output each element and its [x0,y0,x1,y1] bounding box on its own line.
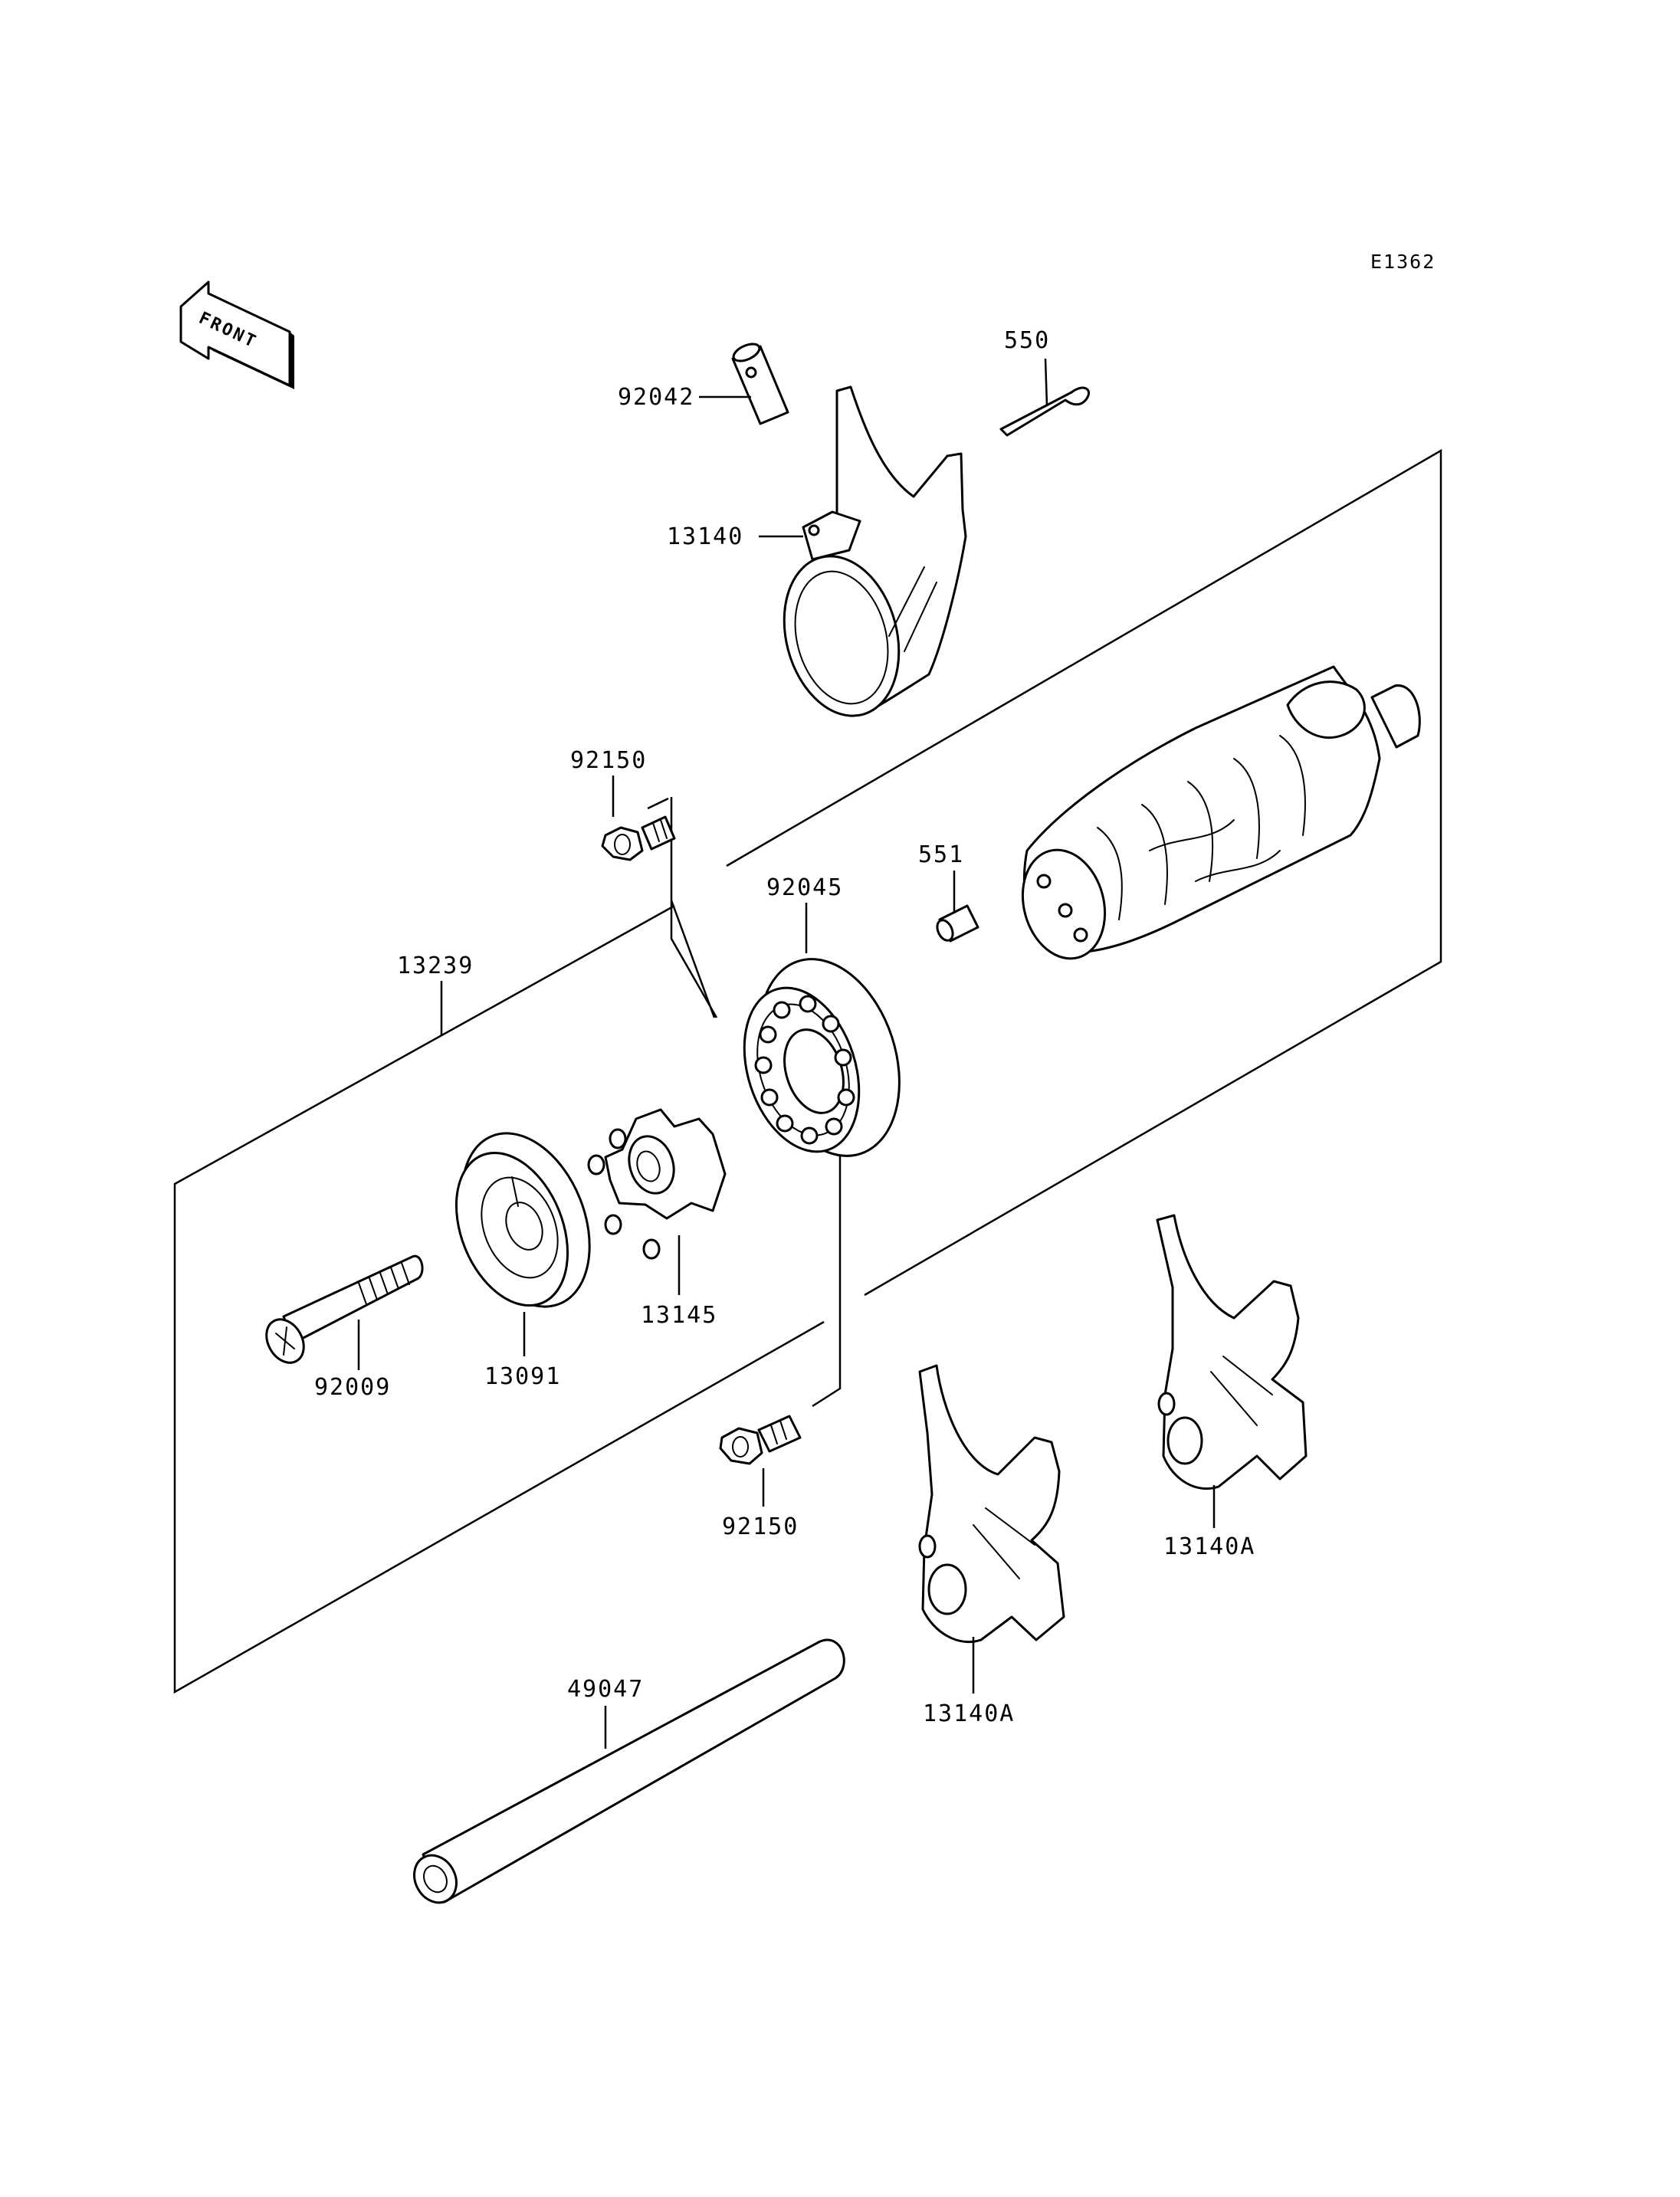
label-49047: 49047 [567,1676,644,1703]
part-551-pin: 551 [918,841,979,943]
diagram-code: E1362 [1370,251,1436,273]
label-92009: 92009 [314,1374,391,1401]
part-92009-screw: 92009 [265,1254,424,1401]
label-92042: 92042 [618,384,694,411]
part-13091-plate: 13091 [454,1132,591,1390]
label-551: 551 [918,841,964,868]
part-13145-star: 13145 [587,1108,727,1329]
bearing-balls [754,995,855,1145]
part-92150-bolt-top: 92150 [570,747,676,861]
label-550: 550 [1004,327,1050,354]
part-13140-fork: 13140 [667,385,967,717]
label-13140: 13140 [667,523,743,550]
part-49047-shaft: 49047 [413,1638,845,1904]
part-13140A-fork-right: 13140A [1156,1214,1308,1560]
label-13145: 13145 [641,1302,717,1329]
part-550-cotter-pin: 550 [999,327,1090,437]
part-92045-bearing: 92045 [743,874,901,1157]
front-direction-arrow-icon: FRONT [179,280,294,389]
part-13140A-fork-left: 13140A [918,1364,1065,1727]
label-92150-top: 92150 [570,747,647,774]
label-13140A-right: 13140A [1163,1533,1255,1560]
label-13091: 13091 [484,1363,561,1390]
label-13239: 13239 [397,953,474,979]
label-13140A-left: 13140A [923,1700,1015,1727]
label-92150-bottom: 92150 [722,1513,799,1540]
part-shift-drum [1021,665,1421,960]
part-92042-collar: 92042 [618,343,789,425]
part-92150-bolt-bottom: 92150 [719,1415,802,1540]
label-92045: 92045 [766,874,843,901]
